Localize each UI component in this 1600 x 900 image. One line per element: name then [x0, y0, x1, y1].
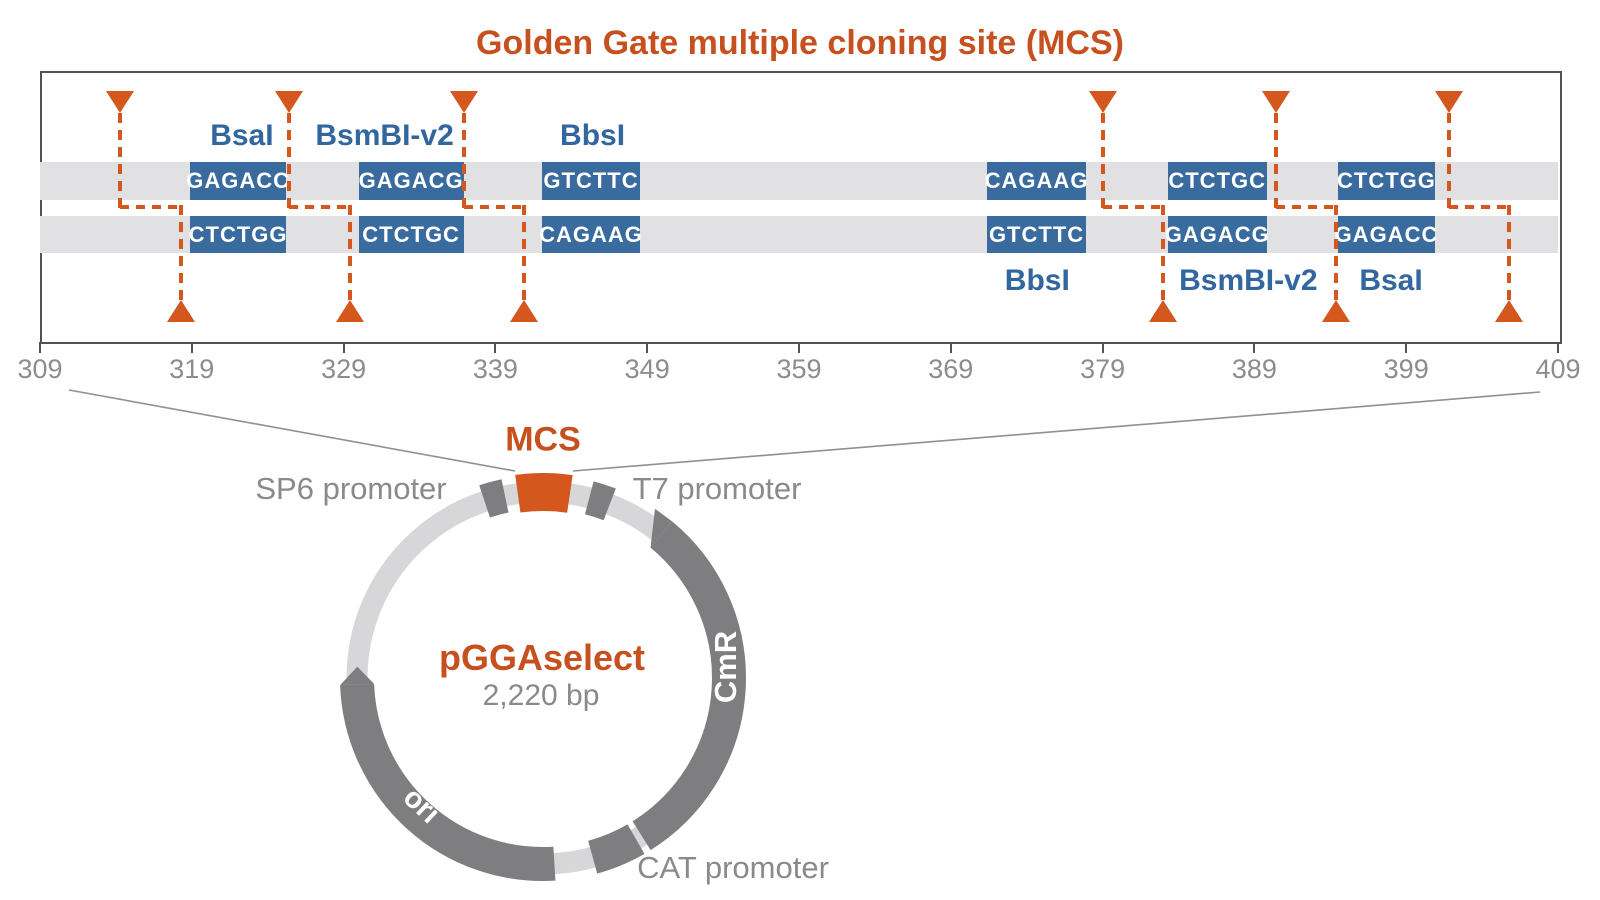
cut-site-triangle-up [510, 300, 539, 322]
top-strand-sequence-block: CTCTGG [1337, 162, 1436, 200]
cut-site-triangle-down [274, 91, 303, 113]
enzyme-label-bottom: BsmBI-v2 [1179, 264, 1318, 297]
cut-site-dash-vertical-top [461, 113, 466, 209]
bottom-strand-sequence-block: CTCTGC [358, 216, 464, 253]
axis-tick [1557, 342, 1559, 353]
top-strand-sequence-block: GAGACG [359, 162, 464, 200]
bottom-strand-band [40, 216, 1558, 253]
axis-tick-label: 319 [169, 354, 215, 384]
zoom-guide-line-right [572, 391, 1541, 472]
axis-tick-label: 339 [472, 354, 518, 384]
enzyme-label-top: BbsI [560, 119, 626, 152]
cut-site-dash-horizontal [1102, 205, 1166, 209]
t7-promoter-label: T7 promoter [632, 471, 802, 506]
plasmid-segment-t7-tick [584, 481, 616, 521]
sp6-promoter-label: SP6 promoter [255, 471, 447, 506]
axis-tick-label: 329 [321, 354, 367, 384]
enzyme-label-bottom: BsaI [1359, 264, 1423, 297]
figure-title: Golden Gate multiple cloning site (MCS) [476, 24, 1124, 62]
cut-site-triangle-down [1088, 91, 1117, 113]
top-strand-sequence-block: CTCTGC [1167, 162, 1267, 200]
bottom-strand-sequence-block: GAGACG [1165, 216, 1269, 253]
cut-site-triangle-down [1434, 91, 1463, 113]
axis-tick-label: 359 [776, 354, 822, 384]
axis-tick [949, 342, 952, 353]
cut-site-dash-vertical-bottom [347, 205, 352, 300]
axis-tick-label: 409 [1535, 354, 1581, 384]
axis-tick-label: 369 [928, 354, 974, 384]
bottom-strand-sequence-block: CAGAAG [539, 216, 642, 253]
cut-site-dash-vertical-top [1446, 113, 1451, 209]
top-strand-sequence-block: GTCTTC [542, 162, 640, 200]
axis-tick [39, 342, 41, 353]
enzyme-label-top: BsmBI-v2 [315, 119, 454, 152]
cut-site-dash-horizontal [1448, 205, 1512, 209]
cut-site-triangle-down [1261, 91, 1290, 113]
top-strand-sequence-block: CAGAAG [985, 162, 1087, 200]
plasmid-segment-ori-arc [340, 683, 556, 882]
bottom-strand-sequence-block: GAGACC [1335, 216, 1437, 253]
cut-site-triangle-up [1495, 300, 1524, 322]
plasmid-segment-tip-cmr-arc [650, 508, 673, 548]
cut-site-dash-vertical-top [286, 113, 291, 209]
cut-site-triangle-up [335, 300, 364, 322]
top-strand-sequence-block: GAGACC [186, 162, 289, 200]
axis-tick-label: 309 [17, 354, 63, 384]
cut-site-dash-vertical-bottom [1507, 205, 1512, 300]
axis-tick [342, 342, 345, 353]
axis-tick [1253, 342, 1256, 353]
plasmid-segment-cmr-arc [632, 521, 746, 851]
cut-site-dash-horizontal [288, 205, 352, 209]
axis-tick [798, 342, 800, 353]
axis-tick-label: 389 [1231, 354, 1277, 384]
axis-tick [190, 342, 193, 353]
axis-tick-label: 399 [1383, 354, 1429, 384]
axis-tick [1101, 342, 1104, 353]
cut-site-dash-vertical-bottom [1334, 205, 1339, 300]
bottom-strand-sequence-block: GTCTTC [987, 216, 1086, 253]
enzyme-label-bottom: BbsI [1004, 264, 1070, 297]
cut-site-dash-horizontal [120, 205, 184, 209]
plasmid-segment-cat-block [587, 824, 645, 874]
cut-site-dash-vertical-bottom [1161, 205, 1166, 300]
zoom-guide-line-left [68, 389, 516, 472]
enzyme-label-top: BsaI [210, 119, 274, 152]
cut-site-triangle-up [167, 300, 196, 322]
axis-tick-label: 349 [624, 354, 670, 384]
bottom-strand-sequence-block: CTCTGG [189, 216, 287, 253]
plasmid-mcs-label: MCS [505, 420, 581, 459]
cut-site-triangle-down [106, 91, 135, 113]
top-strand-band [40, 162, 1558, 200]
axis-tick [646, 342, 649, 353]
cut-site-dash-vertical-top [1100, 113, 1105, 209]
plasmid-size-label: 2,220 bp [482, 679, 600, 712]
plasmid-name-label: pGGAselect [438, 637, 646, 678]
cut-site-triangle-up [1149, 300, 1178, 322]
cut-site-dash-vertical-top [1273, 113, 1278, 209]
axis-tick [1405, 342, 1408, 353]
axis-tick [494, 342, 497, 353]
cut-site-triangle-up [1322, 300, 1351, 322]
plasmid-segment-mcs-wedge [515, 473, 573, 513]
cut-site-dash-vertical-bottom [522, 205, 527, 300]
plasmid-segment-tip-ori-arc [340, 666, 375, 686]
axis-tick-label: 379 [1080, 354, 1126, 384]
cut-site-dash-horizontal [1275, 205, 1339, 209]
cut-site-dash-vertical-bottom [179, 205, 184, 300]
cut-site-dash-vertical-top [118, 113, 123, 209]
cut-site-triangle-down [449, 91, 478, 113]
cut-site-dash-horizontal [463, 205, 527, 209]
cat-promoter-label: CAT promoter [637, 850, 829, 885]
plasmid-segment-sp6-tick [479, 479, 509, 518]
cmr-gene-label: CmR [708, 630, 743, 704]
